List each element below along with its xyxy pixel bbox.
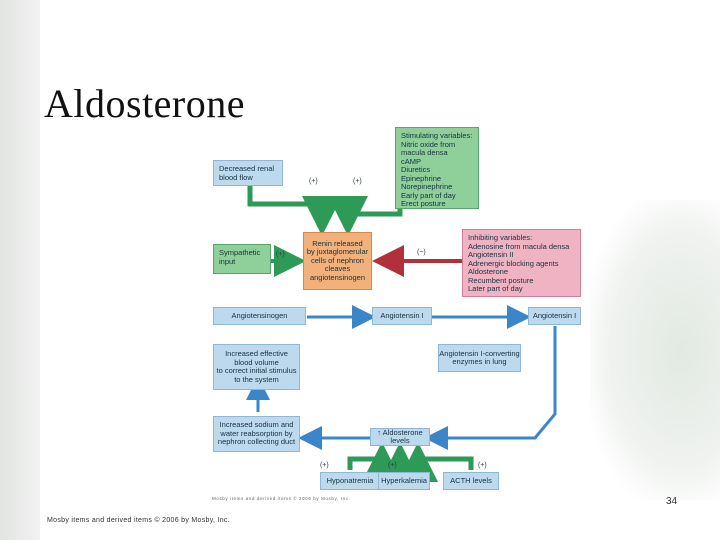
renin-released-box: Renin released by juxtaglomerular cells …	[303, 232, 372, 290]
figure-credit: Mosby items and derived items © 2006 by …	[212, 496, 351, 501]
renin-angiotensin-diagram: Decreased renal blood flow Stimulating v…	[210, 126, 584, 504]
arrow-right-to-aldosterone	[424, 326, 557, 450]
sign-inhib-minus: (−)	[417, 249, 426, 256]
sign-symp-plus: (+)	[276, 251, 285, 258]
angiotensinogen-box: Angiotensinogen	[213, 307, 306, 325]
decreased-renal-blood-flow-box: Decreased renal blood flow	[213, 160, 283, 186]
arrow-renal-to-renin	[247, 186, 342, 236]
arrow-stim-to-renin	[328, 196, 403, 236]
aldosterone-levels-box: ↑ Aldosterone levels	[370, 428, 430, 446]
converting-enzyme-box: Angiotensin I-converting enzymes in lung	[438, 344, 521, 372]
slide-decor-cell	[590, 200, 720, 500]
hyponatremia-box: Hyponatremia	[320, 472, 380, 490]
slide-left-band	[0, 0, 40, 540]
sign-hypo-plus: (+)	[320, 462, 329, 469]
stimulating-variables-box: Stimulating variables: Nitric oxide from…	[395, 127, 479, 209]
sign-hyper-plus: (+)	[388, 462, 397, 469]
sympathetic-input-box: Sympathetic input	[213, 244, 271, 274]
sign-stim-plus: (+)	[353, 178, 362, 185]
hyperkalemia-box: Hyperkalemia	[378, 472, 430, 490]
angiotensin-i-right-box: Angiotensin I	[528, 307, 581, 325]
angiotensin-i-box: Angiotensin I	[372, 307, 432, 325]
inhibiting-variables-box: Inhibiting variables: Adenosine from mac…	[462, 229, 581, 297]
slide-title: Aldosterone	[44, 81, 246, 126]
sodium-reabsorption-box: Increased sodium and water reabsorption …	[213, 416, 300, 452]
slide-footer: Mosby items and derived items © 2006 by …	[47, 517, 230, 524]
increased-blood-volume-box: Increased effective blood volume to corr…	[213, 344, 300, 390]
arrow-acth-to-aldo	[398, 442, 474, 482]
sign-renal-plus: (+)	[309, 178, 318, 185]
acth-levels-box: ACTH levels	[443, 472, 499, 490]
page-number: 34	[666, 496, 678, 507]
sign-acth-plus: (+)	[478, 462, 487, 469]
diagram-arrows	[246, 186, 557, 482]
arrow-hypo-to-aldo	[347, 442, 402, 482]
